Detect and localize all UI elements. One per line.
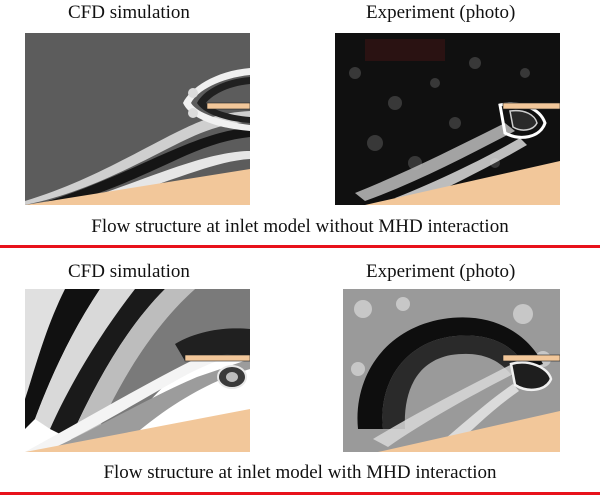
top-cfd-image — [25, 33, 250, 205]
bottom-experiment-image — [343, 289, 560, 452]
bottom-cfd-label: CFD simulation — [68, 261, 190, 282]
top-caption: Flow structure at inlet model without MH… — [91, 216, 509, 237]
bottom-experiment-label: Experiment (photo) — [366, 261, 516, 282]
top-divider — [0, 245, 600, 248]
bottom-caption: Flow structure at inlet model with MHD i… — [103, 462, 497, 483]
top-experiment-label: Experiment (photo) — [366, 2, 516, 23]
bottom-cfd-image — [25, 289, 250, 452]
top-cfd-label: CFD simulation — [68, 2, 190, 23]
top-experiment-image — [335, 33, 560, 205]
bottom-divider — [0, 492, 600, 495]
